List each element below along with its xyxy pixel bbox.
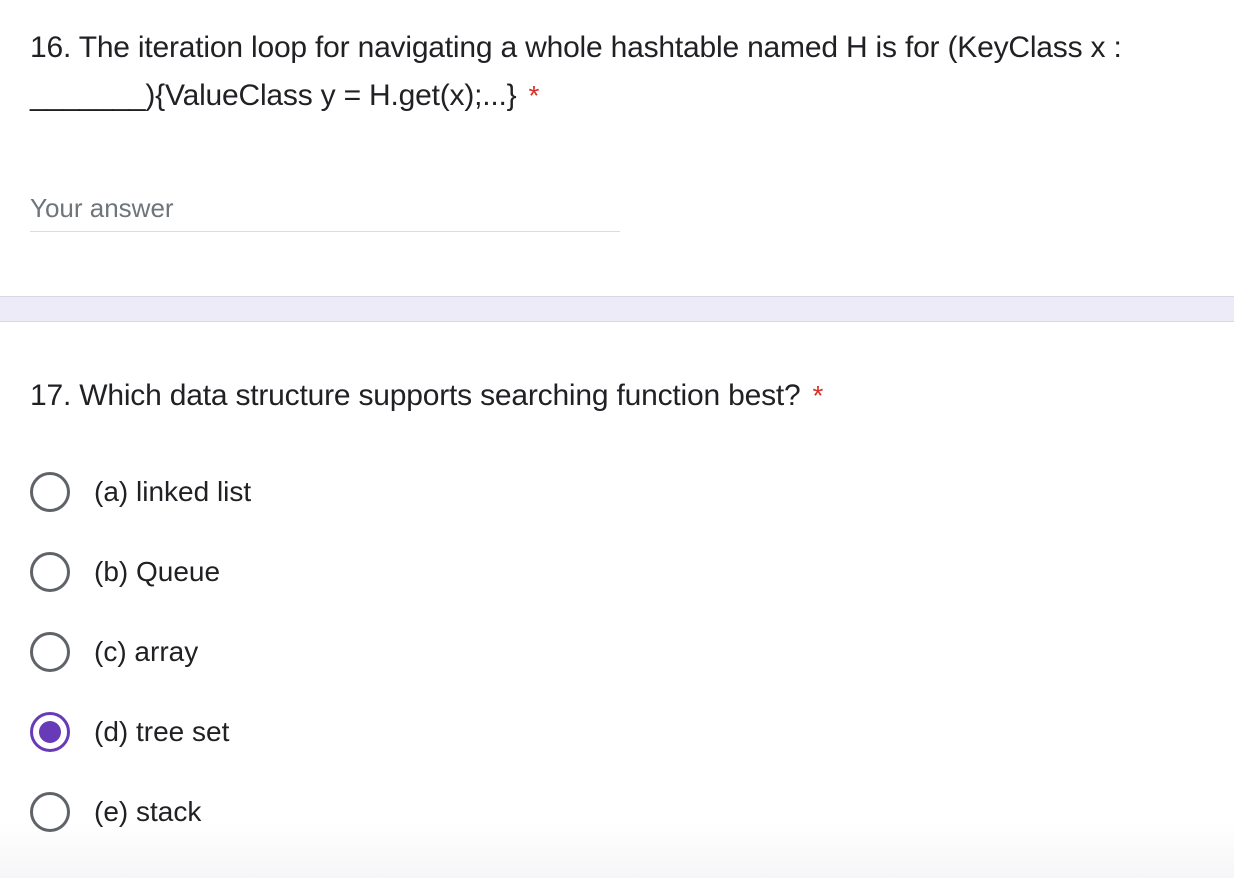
question-16-title: 16. The iteration loop for navigating a … bbox=[30, 24, 1220, 120]
radio-unselected-icon[interactable] bbox=[30, 472, 70, 512]
radio-unselected-icon[interactable] bbox=[30, 552, 70, 592]
required-asterisk: * bbox=[528, 80, 540, 111]
section-divider bbox=[0, 296, 1234, 322]
question-16-card: 16. The iteration loop for navigating a … bbox=[0, 0, 1234, 296]
option-label: (e) stack bbox=[94, 796, 202, 827]
question-17-text: 17. Which data structure supports search… bbox=[30, 379, 801, 412]
option-label: (d) tree set bbox=[94, 716, 230, 747]
radio-unselected-icon[interactable] bbox=[30, 792, 70, 832]
option-d[interactable]: (d) tree set bbox=[30, 712, 229, 752]
option-a[interactable]: (a) linked list bbox=[30, 472, 251, 512]
required-asterisk: * bbox=[812, 380, 824, 411]
radio-unselected-icon[interactable] bbox=[30, 632, 70, 672]
question-16-text: 16. The iteration loop for navigating a … bbox=[30, 31, 1122, 112]
radio-selected-icon[interactable] bbox=[30, 712, 70, 752]
option-label: (a) linked list bbox=[94, 476, 252, 507]
option-b[interactable]: (b) Queue bbox=[30, 552, 220, 592]
option-c[interactable]: (c) array bbox=[30, 632, 198, 672]
question-17-title: 17. Which data structure supports search… bbox=[30, 372, 1220, 420]
question-16-answer-input[interactable] bbox=[30, 186, 620, 232]
option-e[interactable]: (e) stack bbox=[30, 792, 201, 832]
option-label: (b) Queue bbox=[94, 556, 221, 587]
question-17-card: 17. Which data structure supports search… bbox=[0, 322, 1234, 878]
option-label: (c) array bbox=[94, 636, 199, 667]
